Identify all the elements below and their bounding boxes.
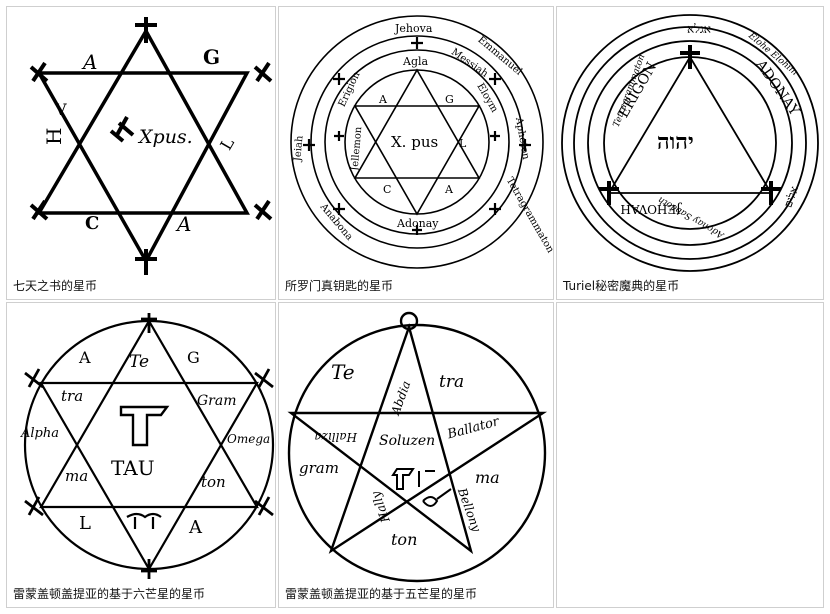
word-alpha: Alpha (20, 426, 59, 441)
word-hally: Hally (368, 489, 393, 525)
word-ton: ton (201, 473, 226, 491)
outer-adonay-sabaoth: Adonay Sabaoth (656, 194, 726, 240)
ring-apheton: Apheton (513, 116, 531, 161)
letter-a-top: A (81, 50, 97, 74)
outer-elim-hebrew: אלים (781, 184, 801, 209)
pentacle-image: יהוה ERIGON ADONAY JEHOVAH Tetragrammato… (557, 7, 825, 277)
ring-eloym: Eloym (474, 82, 500, 115)
ring-erigion: Erigion (337, 70, 363, 109)
ring-jehova: Jehova (394, 22, 433, 35)
word-te: Te (331, 360, 355, 384)
star-letter-g: G (445, 93, 454, 106)
center-hebrew-name: יהוה (657, 129, 694, 155)
letter-c: C (85, 213, 99, 234)
letter-h: H (42, 128, 66, 145)
word-a: A (78, 348, 91, 367)
word-omega: Omega (227, 432, 270, 446)
word-halliza: Halliza (314, 430, 358, 444)
caption: 雷蒙盖顿盖提亚的基于六芒星的星币 (13, 585, 205, 602)
ring-adonay: Adonay (396, 217, 439, 230)
word-ton: ton (391, 530, 417, 549)
outer-agla-hebrew: אגלא (687, 22, 711, 36)
word-a2: A (188, 517, 203, 538)
word-gram: gram (299, 459, 339, 477)
caption: 雷蒙盖顿盖提亚的基于五芒星的星币 (285, 585, 477, 602)
star-letter-a: A (378, 93, 388, 106)
pentacle-image: TAU A Te G tra Gram Alpha Omega ma ton L… (7, 303, 277, 587)
caption: 七天之书的星币 (13, 277, 97, 294)
caption: 所罗门真钥匙的星币 (285, 277, 393, 294)
word-g: G (187, 348, 200, 367)
word-soluzen: Soluzen (379, 433, 435, 449)
word-tra: tra (61, 387, 83, 405)
word-gram: Gram (197, 393, 237, 409)
gallery-item-goetia-pentagram[interactable]: Te tra Abdia Soluzen Ballator Halliza gr… (278, 302, 554, 608)
word-ma: ma (475, 468, 500, 487)
star-letter-l: L (459, 137, 467, 150)
ring-tetragrammaton: Tetragrammaton (504, 176, 555, 256)
center-inscription: X. pus (391, 133, 438, 151)
word-tra: tra (439, 372, 464, 392)
word-l: L (79, 513, 91, 534)
star-letter-a2: A (444, 183, 454, 196)
gallery-empty-cell (556, 302, 824, 608)
pentacle-image: Te tra Abdia Soluzen Ballator Halliza gr… (279, 303, 555, 587)
letter-l: L (216, 134, 238, 153)
center-tau: TAU (111, 456, 155, 480)
center-inscription: Xpus. (137, 126, 193, 148)
ring-anabona: Anabona (317, 201, 355, 243)
gallery-item-key-of-solomon[interactable]: Jehova Emmanuel Messiah Agla Eloym Erigi… (278, 6, 554, 300)
word-te: Te (129, 352, 149, 372)
ring-agla: Agla (402, 55, 429, 68)
caption: Turiel秘密魔典的星币 (563, 277, 679, 294)
letter-a-bottom: A (175, 212, 191, 236)
word-ma: ma (65, 467, 88, 485)
gallery-item-turiel[interactable]: יהוה ERIGON ADONAY JEHOVAH Tetragrammato… (556, 6, 824, 300)
letter-v: V (54, 100, 67, 119)
gallery-item-seven-days[interactable]: Xpus. A G H V L C A 七天之书的星币 (6, 6, 276, 300)
word-ballator: Ballator (445, 414, 501, 443)
pentacle-image: Jehova Emmanuel Messiah Agla Eloym Erigi… (279, 7, 555, 277)
ring-jeiah: Jeiah (292, 135, 305, 163)
letter-g: G (203, 45, 220, 69)
ring-messiah: Messiah (449, 47, 490, 80)
star-letter-c: C (383, 183, 391, 196)
pentacle-image: Xpus. A G H V L C A (7, 7, 277, 277)
gallery-item-goetia-hexagram[interactable]: TAU A Te G tra Gram Alpha Omega ma ton L… (6, 302, 276, 608)
